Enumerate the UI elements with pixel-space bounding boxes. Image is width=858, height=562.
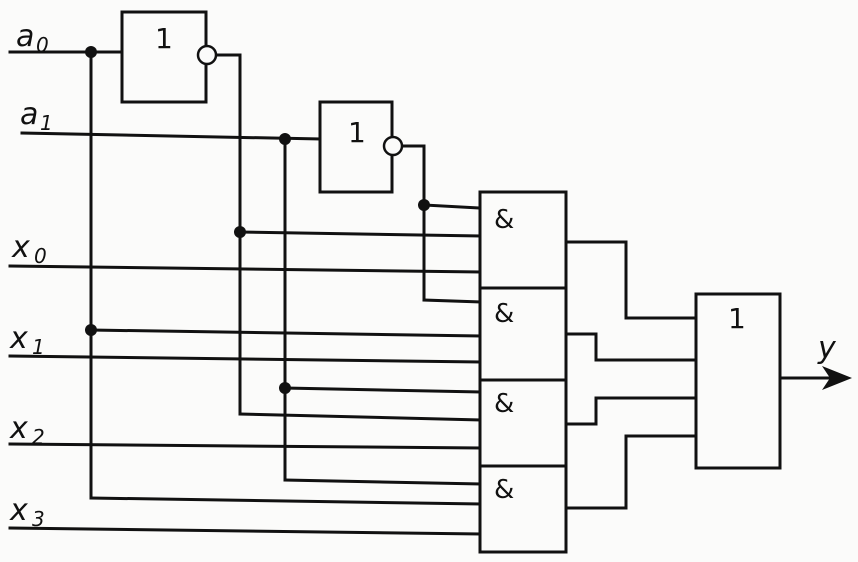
wire-a1-in bbox=[20, 131, 322, 141]
svg-text:1: 1 bbox=[32, 335, 45, 359]
wire-a0-to-and4 bbox=[89, 496, 482, 506]
inverter-bubble-icon bbox=[382, 135, 404, 157]
and-gate-3: & bbox=[478, 378, 568, 468]
junction-dot bbox=[279, 382, 291, 394]
svg-text:a: a bbox=[20, 97, 38, 132]
and-gate-2: & bbox=[478, 286, 568, 382]
wire-x3 bbox=[8, 526, 482, 536]
svg-text:&: & bbox=[494, 205, 514, 235]
junction-dot bbox=[85, 324, 97, 336]
svg-text:&: & bbox=[494, 389, 514, 419]
svg-text:&: & bbox=[494, 299, 514, 329]
svg-text:0: 0 bbox=[34, 244, 47, 268]
wire-x2 bbox=[8, 442, 482, 450]
wire-and4-to-or bbox=[564, 434, 698, 510]
wire-and3-to-or bbox=[564, 396, 698, 426]
svg-text:1: 1 bbox=[348, 116, 366, 149]
wire-a1-to-and3 bbox=[283, 386, 482, 394]
wire-and1-to-or bbox=[564, 240, 698, 320]
output-label-y: y bbox=[817, 331, 837, 366]
wire-not-a0-to-and3 bbox=[238, 412, 482, 422]
wire-and2-to-or bbox=[564, 332, 698, 362]
svg-text:a: a bbox=[16, 19, 34, 54]
svg-text:1: 1 bbox=[728, 302, 746, 335]
input-label-x1: x 1 bbox=[9, 321, 45, 359]
wire-x1 bbox=[8, 354, 482, 364]
wire-x0 bbox=[8, 264, 482, 274]
and-gate-1: & bbox=[478, 190, 568, 290]
wire-not-a1-to-and1 bbox=[422, 203, 482, 210]
inverter-bubble-icon bbox=[196, 44, 218, 66]
junction-dot bbox=[279, 133, 291, 145]
junction-dot bbox=[418, 199, 430, 211]
wire-not-a1-to-and2 bbox=[422, 298, 482, 304]
svg-text:x: x bbox=[9, 411, 28, 446]
svg-text:x: x bbox=[9, 493, 28, 528]
not-gate-a1: 1 bbox=[318, 100, 404, 194]
input-label-x0: x 0 bbox=[11, 230, 47, 268]
svg-text:1: 1 bbox=[155, 22, 173, 55]
input-label-x3: x 3 bbox=[9, 493, 45, 531]
svg-text:1: 1 bbox=[40, 111, 53, 135]
output-arrow-icon bbox=[822, 366, 852, 390]
or-gate-output: 1 bbox=[694, 292, 782, 470]
svg-text:x: x bbox=[9, 321, 28, 356]
svg-text:&: & bbox=[494, 475, 514, 505]
junction-dot bbox=[234, 226, 246, 238]
svg-text:x: x bbox=[11, 230, 30, 265]
svg-text:3: 3 bbox=[32, 507, 45, 531]
and-gate-4: & bbox=[478, 464, 568, 554]
input-label-a1: a 1 bbox=[20, 97, 53, 135]
wire-not-a0-to-and1 bbox=[238, 230, 482, 238]
junction-dot bbox=[85, 46, 97, 58]
wire-a1-to-and4 bbox=[283, 478, 482, 486]
not-gate-a0: 1 bbox=[120, 10, 218, 104]
